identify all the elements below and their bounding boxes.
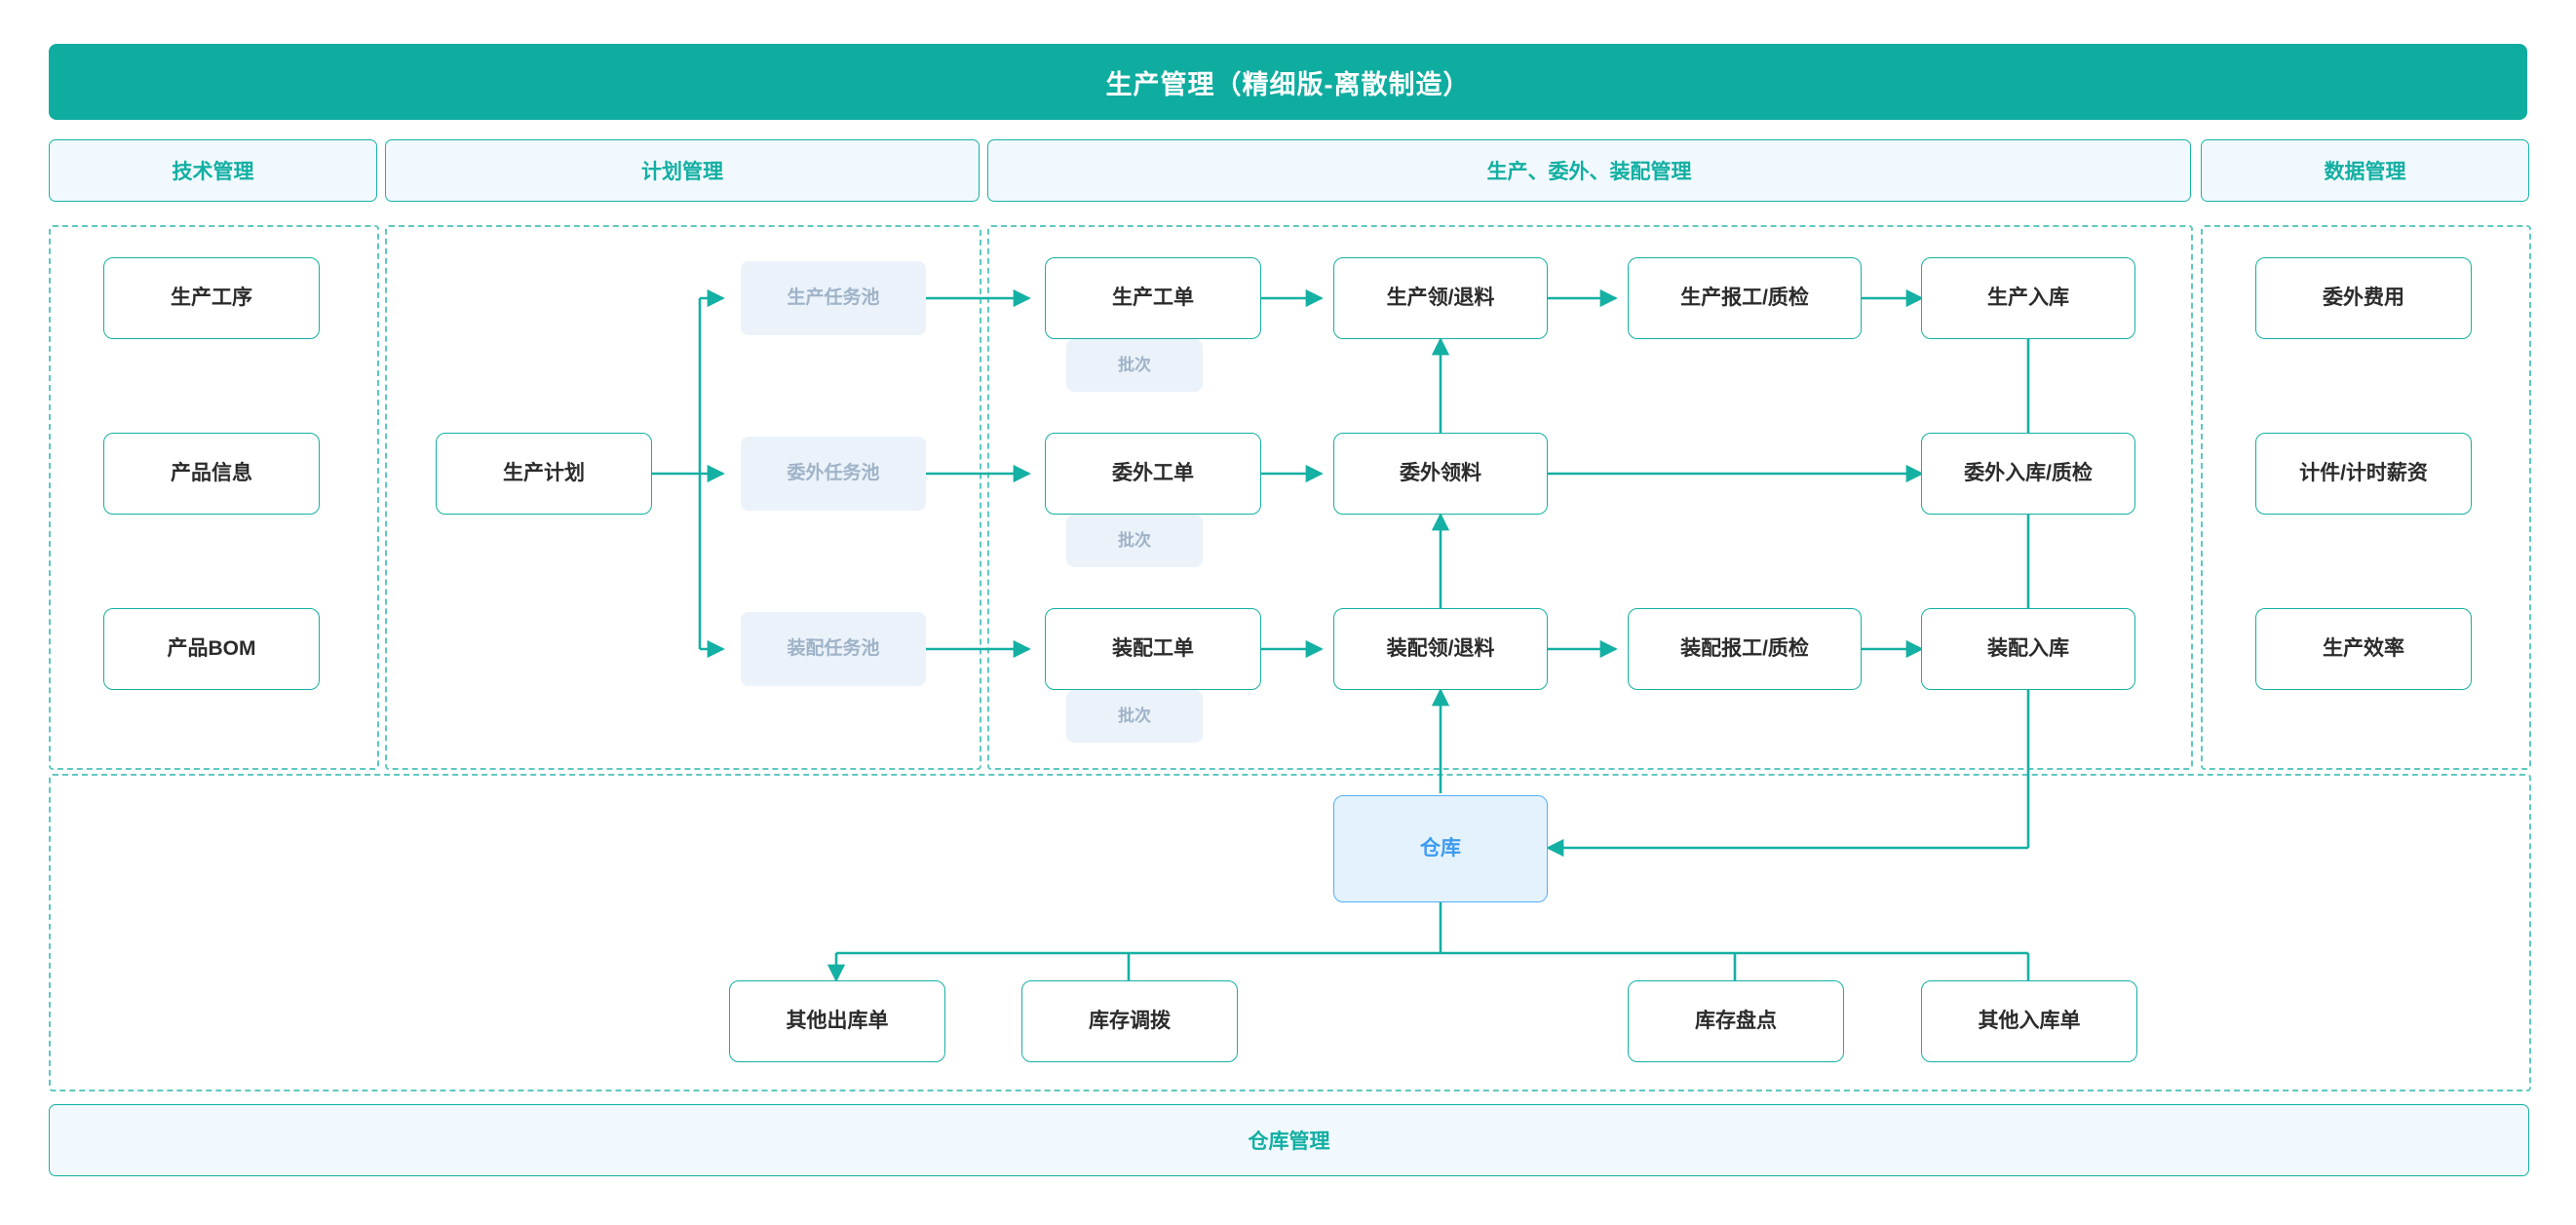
- node-label: 委外工单: [1112, 462, 1194, 485]
- section-header-tech[interactable]: 技术管理: [49, 139, 377, 202]
- node-outsource-work-order[interactable]: 委外工单: [1045, 433, 1261, 515]
- node-label: 批次: [1118, 706, 1151, 725]
- node-label: 委外费用: [2323, 287, 2404, 310]
- node-label: 其他入库单: [1978, 1010, 2081, 1033]
- node-production-work-order[interactable]: 生产工单: [1045, 257, 1261, 339]
- footer-label: 仓库管理: [1248, 1130, 1330, 1153]
- node-production-task-pool[interactable]: 生产任务池: [741, 261, 926, 335]
- node-label: 装配领/退料: [1386, 637, 1495, 661]
- node-assembly-material[interactable]: 装配领/退料: [1333, 608, 1548, 690]
- node-label: 批次: [1118, 530, 1151, 550]
- node-label: 生产任务池: [787, 287, 880, 308]
- group-container-production: [987, 225, 2193, 770]
- section-label: 生产、委外、装配管理: [1486, 161, 1692, 183]
- node-assembly-stock-in[interactable]: 装配入库: [1921, 608, 2135, 690]
- node-label: 生产入库: [1987, 287, 2069, 310]
- node-production-stock-in[interactable]: 生产入库: [1921, 257, 2135, 339]
- node-outsource-task-pool[interactable]: 委外任务池: [741, 437, 926, 511]
- node-batch-outsource: 批次: [1066, 515, 1203, 567]
- node-inventory-count[interactable]: 库存盘点: [1628, 980, 1844, 1062]
- node-production-efficiency[interactable]: 生产效率: [2255, 608, 2472, 690]
- node-piecework-salary[interactable]: 计件/计时薪资: [2255, 433, 2472, 515]
- node-label: 生产效率: [2323, 637, 2404, 661]
- node-label: 装配报工/质检: [1680, 637, 1809, 661]
- node-outsource-material[interactable]: 委外领料: [1333, 433, 1548, 515]
- section-header-data[interactable]: 数据管理: [2201, 139, 2529, 202]
- node-outsource-cost[interactable]: 委外费用: [2255, 257, 2472, 339]
- section-label: 技术管理: [172, 161, 254, 183]
- node-warehouse[interactable]: 仓库: [1333, 795, 1548, 902]
- node-label: 库存调拨: [1089, 1010, 1171, 1033]
- node-batch-production: 批次: [1066, 339, 1203, 392]
- node-label: 产品信息: [171, 462, 252, 485]
- node-production-plan[interactable]: 生产计划: [436, 433, 652, 515]
- node-label: 生产工单: [1112, 287, 1194, 310]
- group-container-tech: [49, 225, 379, 770]
- node-label: 产品BOM: [167, 637, 256, 661]
- section-header-plan[interactable]: 计划管理: [385, 139, 980, 202]
- group-container-data: [2201, 225, 2531, 770]
- node-outsource-stock-in[interactable]: 委外入库/质检: [1921, 433, 2135, 515]
- node-label: 生产报工/质检: [1680, 287, 1809, 310]
- node-label: 装配任务池: [787, 637, 880, 659]
- page-title-banner: 生产管理（精细版-离散制造）: [49, 44, 2527, 120]
- node-label: 生产计划: [503, 462, 585, 485]
- node-label: 委外入库/质检: [1964, 462, 2093, 485]
- node-batch-assembly: 批次: [1066, 690, 1203, 743]
- node-label: 生产领/退料: [1386, 287, 1495, 310]
- node-assembly-work-order[interactable]: 装配工单: [1045, 608, 1261, 690]
- node-label: 委外领料: [1400, 462, 1481, 485]
- group-container-plan: [385, 225, 981, 770]
- node-product-bom[interactable]: 产品BOM: [103, 608, 320, 690]
- node-label: 装配入库: [1987, 637, 2069, 661]
- node-production-report[interactable]: 生产报工/质检: [1628, 257, 1862, 339]
- node-label: 库存盘点: [1695, 1010, 1777, 1033]
- node-other-outbound[interactable]: 其他出库单: [729, 980, 945, 1062]
- section-label: 计划管理: [641, 161, 723, 183]
- node-label: 批次: [1118, 355, 1151, 374]
- page-title: 生产管理（精细版-离散制造）: [1105, 69, 1471, 99]
- node-production-material[interactable]: 生产领/退料: [1333, 257, 1548, 339]
- node-assembly-report[interactable]: 装配报工/质检: [1628, 608, 1862, 690]
- node-inventory-transfer[interactable]: 库存调拨: [1021, 980, 1238, 1062]
- node-label: 仓库: [1420, 837, 1461, 861]
- section-header-production[interactable]: 生产、委外、装配管理: [987, 139, 2191, 202]
- footer-warehouse-management[interactable]: 仓库管理: [49, 1104, 2529, 1176]
- node-label: 生产工序: [171, 287, 252, 310]
- node-label: 计件/计时薪资: [2299, 462, 2428, 485]
- group-container-warehouse: [49, 774, 2531, 1091]
- node-product-info[interactable]: 产品信息: [103, 433, 320, 515]
- node-production-process[interactable]: 生产工序: [103, 257, 320, 339]
- section-label: 数据管理: [2324, 161, 2406, 183]
- node-label: 其他出库单: [786, 1010, 889, 1033]
- node-label: 装配工单: [1112, 637, 1194, 661]
- node-assembly-task-pool[interactable]: 装配任务池: [741, 612, 926, 686]
- node-other-inbound[interactable]: 其他入库单: [1921, 980, 2137, 1062]
- node-label: 委外任务池: [787, 462, 880, 483]
